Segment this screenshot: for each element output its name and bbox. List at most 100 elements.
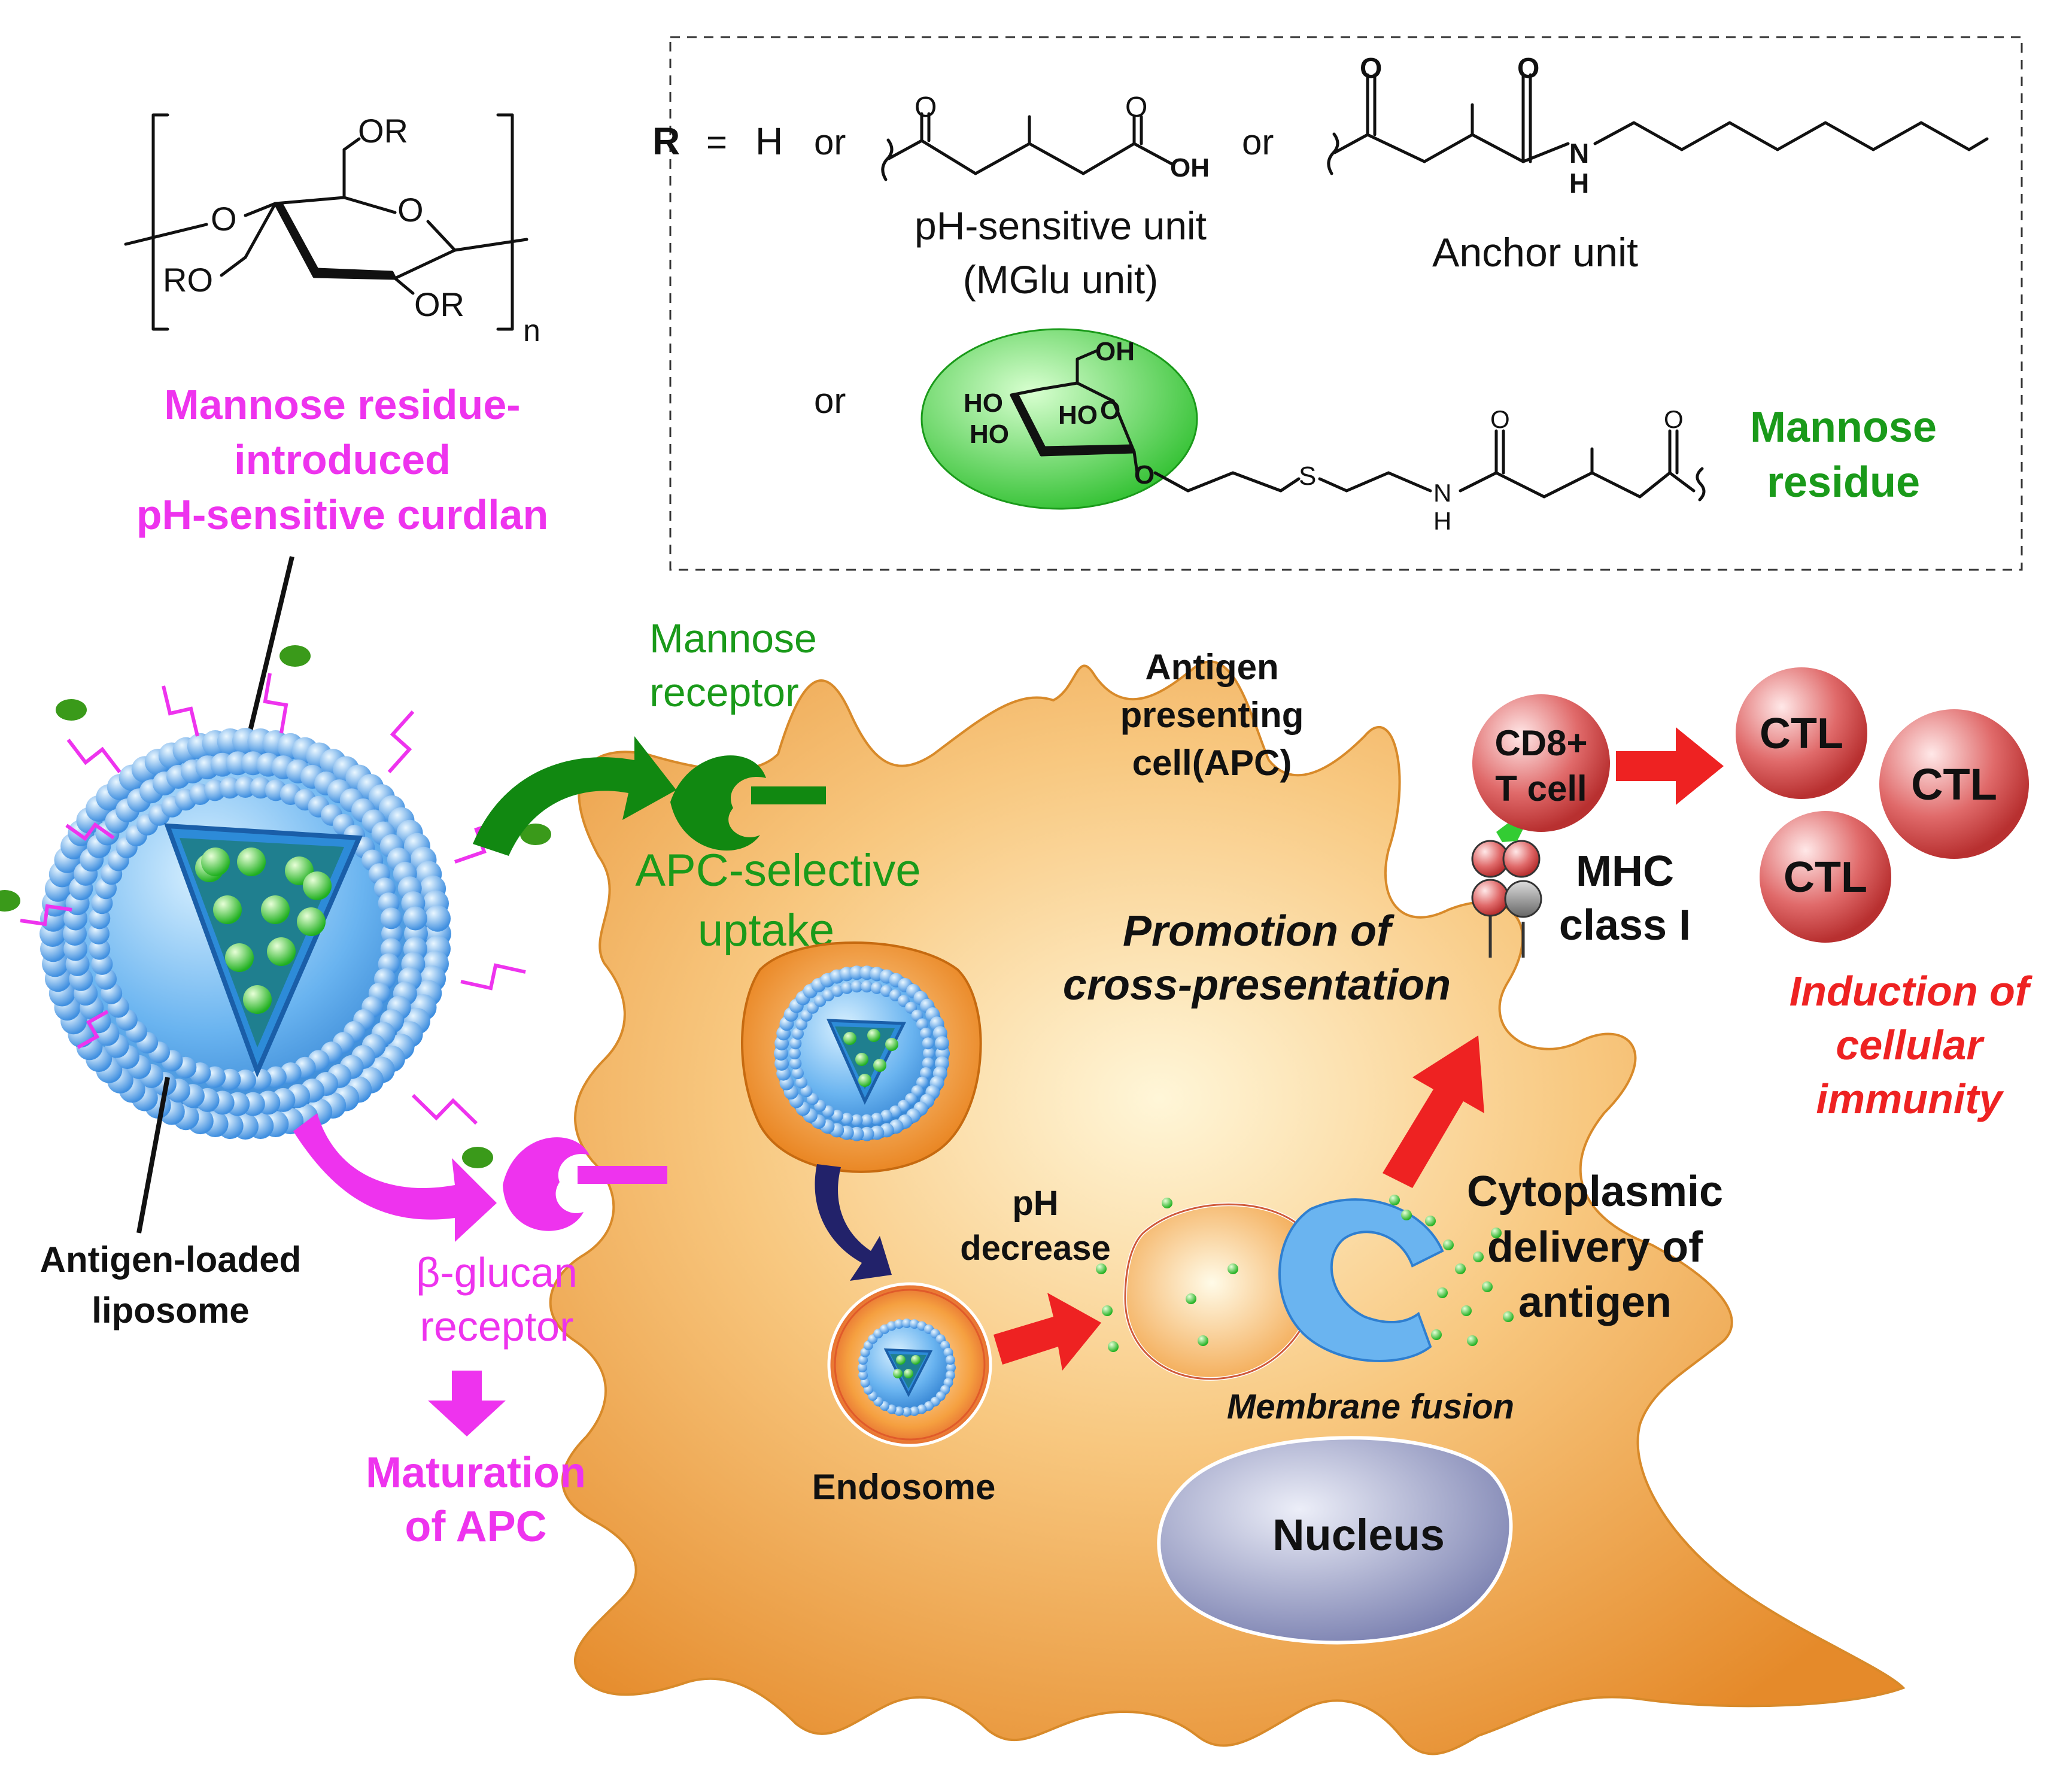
lipid-bead bbox=[889, 1105, 901, 1117]
released-antigen bbox=[1437, 1287, 1448, 1298]
polymer-title-line3: pH-sensitive curdlan bbox=[136, 491, 549, 538]
curdlan-or-top: OR bbox=[358, 112, 408, 150]
released-antigen bbox=[1102, 1305, 1113, 1316]
lipid-bead bbox=[792, 1067, 804, 1079]
mannose-ho-3: HO bbox=[1058, 400, 1098, 430]
mannose-ho-2: HO bbox=[970, 420, 1009, 449]
mannose-link-o: O bbox=[1134, 460, 1155, 490]
lipid-bead bbox=[88, 923, 110, 944]
r-h: H bbox=[755, 120, 783, 163]
ctl-label-2: CTL bbox=[1911, 760, 1997, 809]
anchor-unit-structure bbox=[1327, 73, 1989, 175]
induction-label-3: immunity bbox=[1816, 1076, 2004, 1122]
released-antigen bbox=[1455, 1263, 1466, 1274]
lipid-bead bbox=[870, 1113, 883, 1125]
mhc-label-1: MHC bbox=[1576, 847, 1674, 895]
lipid-bead bbox=[916, 1018, 928, 1031]
lipid-bead bbox=[831, 985, 844, 997]
curdlan-or-left: RO bbox=[163, 261, 213, 299]
ctl-cell-3 bbox=[1760, 811, 1891, 943]
antigen-liposome-label-2: liposome bbox=[92, 1290, 249, 1330]
curdlan-or-bottom: OR bbox=[414, 285, 464, 323]
mglu-unit-structure bbox=[881, 112, 1175, 181]
mannose-receptor-label-1: Mannose bbox=[649, 616, 817, 661]
mannose-residue-dot bbox=[56, 699, 87, 721]
lipid-bead bbox=[831, 1110, 844, 1122]
mannose-residue-dot bbox=[0, 890, 20, 912]
r-equals: = bbox=[706, 122, 727, 162]
lipid-bead bbox=[917, 1404, 927, 1414]
ctl-cell-2 bbox=[1879, 709, 2029, 859]
lipid-bead bbox=[894, 1406, 904, 1416]
antigen-liposome-label-1: Antigen-loaded bbox=[40, 1240, 302, 1280]
r-or-2: or bbox=[1242, 122, 1274, 162]
cytoplasmic-label-2: delivery of bbox=[1487, 1223, 1703, 1271]
released-antigen bbox=[1473, 1251, 1484, 1262]
cd8-label-2: T cell bbox=[1495, 768, 1587, 809]
antigen-particle bbox=[896, 1355, 906, 1365]
mannose-oh: OH bbox=[1095, 337, 1135, 366]
lipid-bead bbox=[424, 905, 451, 932]
antigen-particle bbox=[893, 1369, 903, 1378]
lipid-bead bbox=[858, 1355, 868, 1365]
beta-glucan-label-1: β-glucan bbox=[416, 1249, 578, 1296]
ctl-label-3: CTL bbox=[1784, 853, 1867, 901]
maturation-label-2: of APC bbox=[405, 1503, 546, 1551]
released-antigen bbox=[1467, 1335, 1478, 1346]
antigen-particle bbox=[225, 943, 254, 972]
antigen-particle bbox=[904, 1369, 913, 1378]
antigen-particle bbox=[237, 847, 266, 876]
curdlan-chain bbox=[460, 963, 526, 991]
lipid-bead bbox=[902, 1319, 912, 1328]
polymer-title-line2: introduced bbox=[234, 436, 451, 483]
beta-glucan-receptor-shape bbox=[503, 1137, 590, 1231]
lipid-bead bbox=[89, 938, 111, 960]
mannose-o-1: O bbox=[1490, 405, 1510, 433]
mannose-residue-dot bbox=[462, 1147, 493, 1168]
red-arrow-fusion bbox=[994, 1293, 1101, 1371]
lipid-bead bbox=[858, 1370, 868, 1380]
lipid-bead bbox=[403, 906, 427, 931]
cytoplasmic-label-3: antigen bbox=[1518, 1278, 1672, 1326]
pointer-line-bottom bbox=[136, 1077, 170, 1234]
lipid-bead bbox=[943, 1347, 953, 1357]
lipid-bead bbox=[922, 1057, 934, 1070]
maturation-label-1: Maturation bbox=[366, 1449, 586, 1497]
curdlan-chain bbox=[77, 1010, 109, 1049]
promotion-label-1: Promotion of bbox=[1123, 907, 1395, 955]
curdlan-chain bbox=[162, 685, 199, 737]
released-antigen bbox=[1389, 1195, 1400, 1205]
lipid-bead bbox=[860, 1378, 870, 1388]
mannose-ring-o: O bbox=[1100, 396, 1120, 425]
mannose-n: N bbox=[1433, 479, 1451, 507]
apc-label-3: cell(APC) bbox=[1132, 743, 1292, 783]
curdlan-ring-o: O bbox=[397, 191, 424, 229]
lipid-bead bbox=[789, 1047, 801, 1059]
r-or-3: or bbox=[814, 381, 846, 421]
mannose-residue-label-2: residue bbox=[1767, 458, 1920, 506]
ctl-label-1: CTL bbox=[1760, 710, 1843, 758]
r-definition-box bbox=[669, 36, 2023, 571]
lipid-bead bbox=[945, 1355, 955, 1365]
apc-selective-label-1: APC-selective bbox=[635, 845, 920, 896]
lipid-bead bbox=[850, 980, 863, 993]
lipid-bead bbox=[880, 1110, 892, 1122]
antigen-particle bbox=[911, 1355, 920, 1365]
lipid-bead bbox=[861, 1114, 873, 1126]
mglu-o-2: O bbox=[1125, 92, 1147, 123]
endosome bbox=[827, 1282, 992, 1447]
curdlan-structure bbox=[124, 113, 528, 331]
navy-curved-arrow bbox=[815, 1164, 892, 1281]
mglu-o-1: O bbox=[915, 92, 937, 123]
lipid-bead bbox=[849, 965, 864, 980]
mannose-residue-dot bbox=[520, 824, 551, 845]
antigen-particle bbox=[213, 895, 242, 924]
lipid-bead bbox=[880, 985, 892, 997]
lipid-bead bbox=[235, 1070, 256, 1091]
released-antigen bbox=[1401, 1210, 1412, 1220]
antigen-loaded-liposome bbox=[0, 645, 551, 1168]
lipid-bead bbox=[894, 1319, 904, 1329]
lipid-bead bbox=[822, 989, 834, 1001]
mannose-residue-label-1: Mannose bbox=[1750, 403, 1937, 451]
